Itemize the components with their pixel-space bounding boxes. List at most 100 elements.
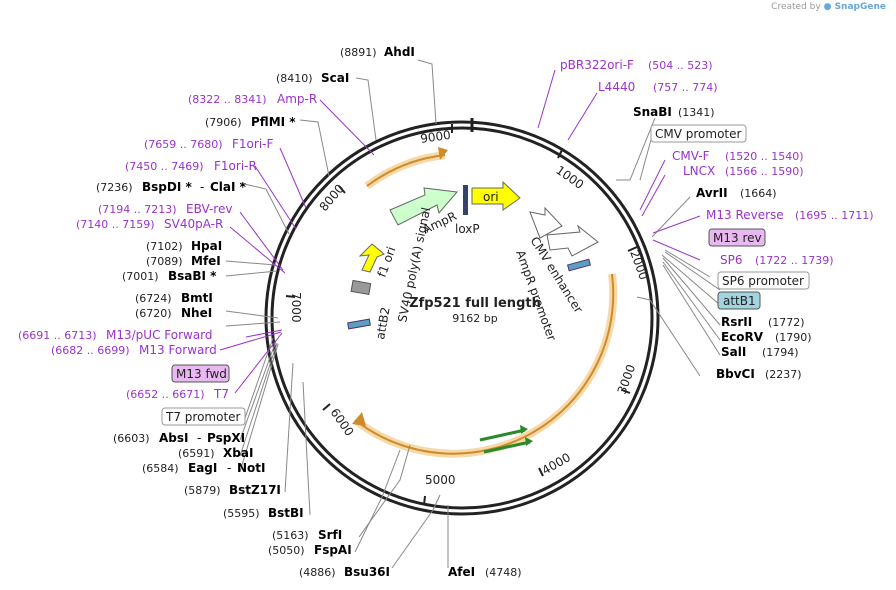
avrii-pos: (1664) [740,187,777,200]
bmti-label: BmtI [181,291,213,305]
fspai-label: FspAI [314,543,352,557]
srfi-label: SrfI [318,528,342,542]
leader-lines [225,59,721,569]
cmv-enhancer-feature [529,206,563,239]
scai-pos: (8410) [276,72,313,85]
attb2-feature [347,318,371,330]
bbvci-pos: (2237) [765,368,802,381]
f1ori-f-label: F1ori-F [232,137,273,151]
lncx-range: (1566 .. 1590) [725,165,804,178]
green-arrow-1 [479,428,526,442]
sv40pa-r-label: SV40pA-R [164,217,223,231]
mfei-label: MfeI [191,254,221,268]
loxp-feature [463,185,468,215]
clai-sep: - [200,180,204,194]
backbone-outer [264,120,660,516]
sp6-range: (1722 .. 1739) [755,254,834,267]
amp-r-label: Amp-R [277,92,317,106]
eagi-pos: (6584) [142,462,179,475]
bstbi-label: BstBI [268,506,304,520]
bsabi-label: BsaBI * [168,269,217,283]
afei-pos: (4748) [485,566,522,579]
m13-forward-label: M13 Forward [139,343,217,357]
ampr-promoter-feature [546,224,599,257]
snabi-pos: (1341) [678,106,715,119]
t7-promoter-label: T7 promoter [165,410,241,424]
t7-range: (6652 .. 6671) [126,388,205,401]
srfi-pos: (5163) [272,529,309,542]
m13-forward-range: (6682 .. 6699) [51,344,130,357]
ampr-feature [389,187,458,226]
plasmid-name: Zfp521 full length [409,296,541,311]
ruler-label: 7000 [289,292,303,323]
noti-label: NotI [237,461,266,475]
m13-fwd-box [171,364,230,383]
credit-brand: SnapGene [834,2,886,12]
ruler-label: 1000 [553,163,586,192]
fspai-pos: (5050) [268,544,305,557]
avrii-label: AvrII [696,186,728,200]
green-arrow-2 [483,440,531,454]
cmv-promoter-label: CMV promoter [655,127,742,141]
m13-reverse-label: M13 Reverse [706,208,784,222]
snapgene-credit: Created by ● SnapGene [771,2,886,12]
mfei-pos: (7089) [146,255,183,268]
sali-label: SalI [721,345,746,359]
sp6-promoter-label: SP6 promoter [722,274,804,288]
orf-arc-large-core [354,273,615,455]
plasmid-size: 9162 bp [452,312,497,325]
absi-label: AbsI [159,431,188,445]
ebv-rev-label: EBV-rev [186,202,232,216]
f1ori-f-range: (7659 .. 7680) [144,138,223,151]
pspxi-sep: - [197,431,201,445]
attb2-label: attB2 [373,306,392,341]
hpai-pos: (7102) [146,240,183,253]
loxp-label: loxP [455,222,480,236]
orf-arrowhead-bottom [352,412,366,426]
ebv-rev-range: (7194 .. 7213) [98,203,177,216]
ruler-label: 6000 [328,406,357,439]
bstz17i-label: BstZ17I [229,483,281,497]
absi-pos: (6603) [113,432,150,445]
afei-label: AfeI [448,565,475,579]
rsrii-pos: (1772) [768,316,805,329]
ruler-label: 8000 [317,182,347,214]
bstz17i-pos: (5879) [184,484,221,497]
nhei-label: NheI [181,306,212,320]
bstbi-pos: (5595) [223,507,260,520]
clai-label: ClaI * [210,180,247,194]
m13-reverse-range: (1695 .. 1711) [795,209,874,222]
pflmi-pos: (7906) [205,116,242,129]
ruler-label: 4000 [540,450,573,477]
bmti-pos: (6724) [135,292,172,305]
ahdi-label: AhdI [384,45,415,59]
orf-arc-top-core [366,154,446,187]
xbai-pos: (6591) [178,447,215,460]
f1ori-r-range: (7450 .. 7469) [125,160,204,173]
primer-leader-lines [219,69,701,394]
bspdi-label: BspDI * [142,180,192,194]
snabi-label: SnaBI [633,105,672,119]
ahdi-pos: (8891) [340,46,377,59]
m13-rev-label: M13 rev [713,231,762,245]
orf-arc-top [364,151,446,190]
rsrii-label: RsrII [721,315,752,329]
ruler-label: 9000 [419,128,451,146]
lncx-label: LNCX [683,164,715,178]
l4440-range: (757 .. 774) [653,81,718,94]
t7-promoter-box [161,407,246,426]
scai-label: ScaI [321,71,349,85]
bsabi-pos: (7001) [122,270,159,283]
sp6-promoter-box [717,271,810,290]
sv40-polya-feature [350,279,372,296]
ruler-label: 3000 [615,363,639,396]
xbai-label: XbaI [223,446,253,460]
m13puc-forward-range: (6691 .. 6713) [18,329,97,342]
ecorv-pos: (1790) [775,331,812,344]
ori-feature [471,180,521,211]
pspxi-label: PspXI [207,431,245,445]
bspdi-pos: (7236) [96,181,133,194]
sv40pa-r-range: (7140 .. 7159) [76,218,155,231]
credit-prefix: Created by [771,2,821,12]
